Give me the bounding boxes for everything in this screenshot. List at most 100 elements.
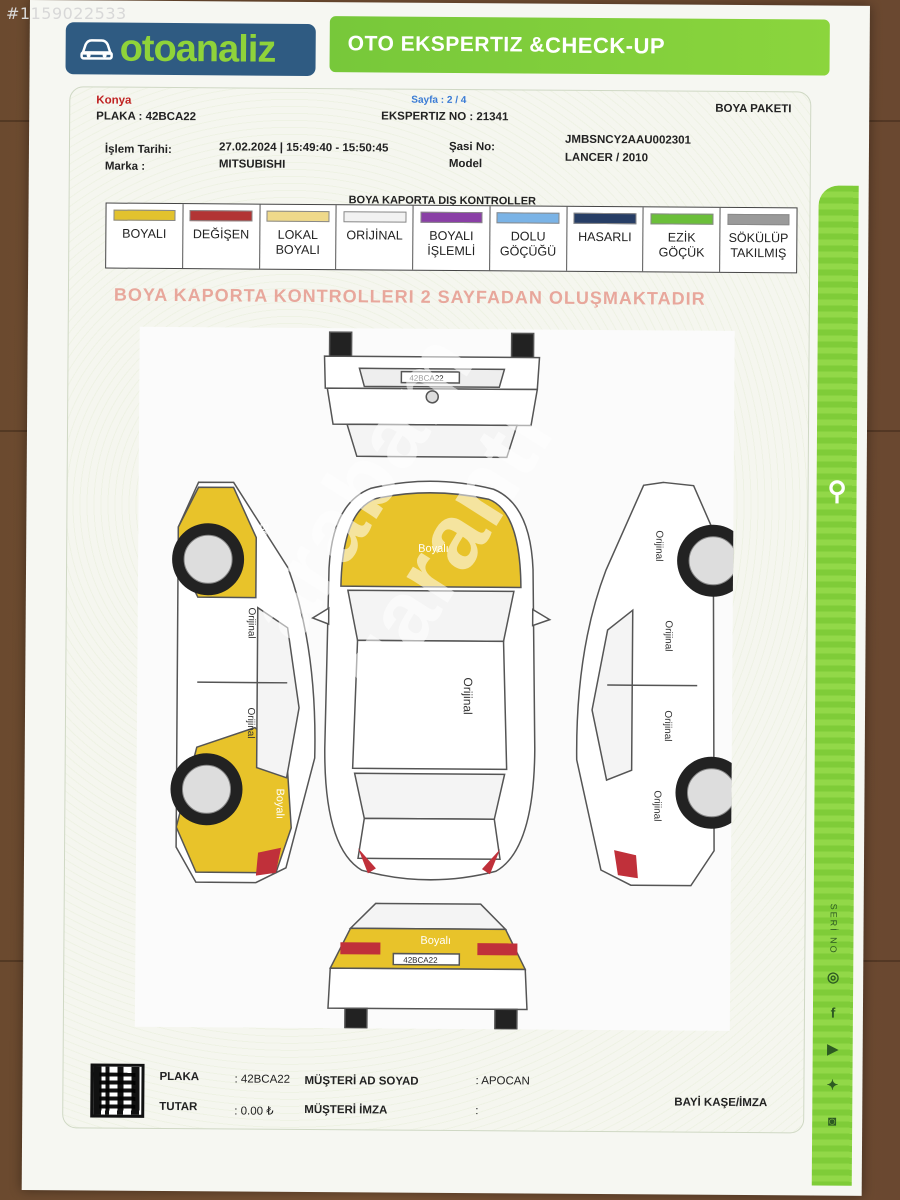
hood-panel <box>340 492 522 589</box>
right-mirror <box>531 608 552 627</box>
legend-swatch <box>343 211 407 223</box>
legend-swatch <box>189 210 253 222</box>
legend-label: BOYALI <box>122 226 167 241</box>
legend-item: DOLU GÖÇÜĞÜ <box>490 206 568 271</box>
legend-label: SÖKÜLÜP TAKILMIŞ <box>728 230 789 261</box>
right-windows <box>591 608 634 782</box>
rear-plate-text: 42BCA22 <box>403 956 438 965</box>
right-rear-door-label: Orijinal <box>661 710 674 742</box>
legend-swatch <box>496 212 560 224</box>
legend-item: SÖKÜLÜP TAKILMIŞ <box>720 208 796 273</box>
rear-window <box>353 772 506 821</box>
car-diagram-svg: 42BCA22 <box>170 331 735 1031</box>
left-door-split <box>197 681 288 684</box>
logo-text: otoanaliz <box>119 27 276 71</box>
rear-view-right-light <box>477 943 518 956</box>
legend-label: EZİK GÖÇÜK <box>658 230 705 260</box>
front-right-tire <box>510 332 535 361</box>
footer-musteri-label: MÜŞTERİ AD SOYAD <box>304 1074 419 1088</box>
rear-left-tire <box>344 1007 368 1030</box>
front-hood <box>326 387 539 427</box>
rear-view <box>327 902 528 1031</box>
footer-tutar-label: TUTAR <box>159 1100 198 1114</box>
side-strip: ⚲ SERİ NO ◎ f ▶ ✦ ◙ <box>811 185 859 1186</box>
front-plate <box>400 370 461 384</box>
footer-plaka-value: : 42BCA22 <box>234 1073 291 1086</box>
instagram-icon: ◙ <box>827 1112 837 1129</box>
trunk-panel <box>357 817 501 861</box>
left-front-fender-label: Boyalı <box>257 523 270 554</box>
front-emblem <box>425 390 439 404</box>
qr-code <box>90 1063 145 1118</box>
legend-item: ORİJİNAL <box>336 205 414 270</box>
left-rear-door-label: Orijinal <box>244 707 257 739</box>
footer-plaka-label: PLAKA <box>159 1070 200 1084</box>
legend-item: EZİK GÖÇÜK <box>643 207 721 272</box>
rear-left-light <box>358 848 376 874</box>
footer-imza-value: : <box>475 1105 479 1118</box>
page-number: Sayfa : 2 / 4 <box>411 94 467 107</box>
right-wheels <box>675 524 735 829</box>
city: Konya <box>96 94 132 107</box>
left-rear-light <box>255 847 282 876</box>
legend-item: BOYALI <box>106 203 184 269</box>
legend-swatch <box>727 213 790 226</box>
legend-label: DEĞİŞEN <box>192 227 250 242</box>
sasi-value: JMBSNCY2AAU002301 <box>564 133 691 147</box>
legend-label: HASARLI <box>578 229 632 245</box>
right-front-fender-label: Orijinal <box>653 530 665 562</box>
legend-swatch <box>420 211 483 224</box>
right-door-split <box>607 684 698 687</box>
marka-value: MITSUBISHI <box>218 158 286 171</box>
color-legend: BOYALI DEĞİŞEN LOKAL BOYALI ORİJİNAL BOYALI … <box>105 202 798 274</box>
rear-right-tire <box>494 1008 518 1031</box>
header-title-strong: CHECK-UP <box>544 32 666 59</box>
islem-tarihi-label: İşlem Tarihi: <box>104 143 172 156</box>
roof-panel <box>351 639 508 771</box>
twitter-icon: ✦ <box>826 1076 839 1093</box>
front-left-tire <box>328 331 353 360</box>
legend-item: HASARLI <box>566 206 645 272</box>
otoanaliz-logo: otoanaliz <box>65 22 316 76</box>
legend-swatch <box>113 209 176 222</box>
legend-swatch <box>266 210 330 223</box>
legend-label: BOYALI İŞLEMLİ <box>427 228 476 259</box>
footer-musteri-value: : APOCAN <box>475 1075 530 1088</box>
car-icon <box>80 39 113 60</box>
right-front-door-label: Orijinal <box>662 620 674 652</box>
serial-label: SERİ NO <box>828 903 839 955</box>
search-icon: ⚲ <box>827 475 847 506</box>
left-wheels <box>170 523 245 826</box>
two-page-notice: BOYA KAPORTA KONTROLLERI 2 SAYFADAN OLUŞ… <box>113 284 706 309</box>
legend-item: LOKAL BOYALI <box>259 204 337 270</box>
car-body-diagram: 42BCA22 <box>134 326 735 1031</box>
model-value: LANCER / 2010 <box>564 151 649 165</box>
legend-item: DEĞİŞEN <box>182 204 261 269</box>
front-windshield <box>346 423 519 459</box>
youtube-icon: ▶ <box>827 1040 839 1057</box>
rear-bumper <box>327 967 528 1011</box>
windshield-top <box>346 589 515 643</box>
legend-swatch <box>573 212 637 225</box>
roof-label: Orijinal <box>460 677 475 715</box>
plaka-header: PLAKA : 42BCA22 <box>96 110 197 124</box>
dealer-stamp-label: BAYİ KAŞE/İMZA <box>674 1096 768 1110</box>
legend-swatch <box>650 213 714 225</box>
model-label: Model <box>448 157 483 171</box>
legend-item: BOYALI İŞLEMLİ <box>413 205 491 271</box>
right-rear-light <box>614 850 638 879</box>
legend-label: DOLU GÖÇÜĞÜ <box>499 229 557 259</box>
hood-label: Boyalı <box>418 542 449 555</box>
marka-label: Marka : <box>104 160 146 173</box>
whatsapp-icon: ◎ <box>827 968 840 985</box>
rear-right-light <box>481 849 501 875</box>
rear-plate <box>392 952 461 966</box>
rear-roof <box>348 902 508 931</box>
sasi-label: Şasi No: <box>448 140 496 154</box>
left-front-door-label: Orijinal <box>245 607 257 639</box>
legend-label: LOKAL BOYALI <box>275 227 320 258</box>
paint-package: BOYA PAKETI <box>715 102 792 116</box>
header-title: OTO EKSPERTIZ & <box>347 32 546 57</box>
rear-label: Boyalı <box>420 934 452 947</box>
right-rear-fender-label: Orijinal <box>651 790 663 822</box>
